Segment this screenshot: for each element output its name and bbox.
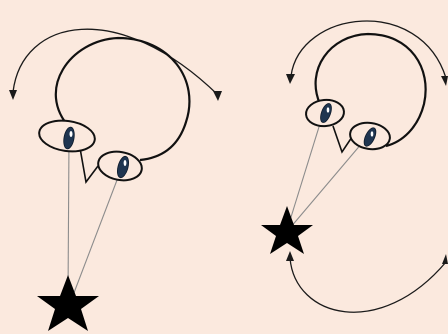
right-eye-icon [96,148,144,183]
right-sight-line-1 [287,114,323,230]
left-arc-arrowhead-left [9,90,17,100]
right-lower-arc-arrowhead-left [286,251,294,261]
left-sight-line-2 [72,167,122,298]
right-right-eye-icon [348,120,391,151]
right-left-eye-icon [305,98,345,127]
left-arc-arrowhead-right [213,91,222,101]
left-panel [9,29,222,331]
right-panel [261,21,448,312]
right-lower-arc-arrowhead-right [442,254,448,264]
left-star-icon [37,275,99,331]
left-sight-line-1 [68,138,69,298]
right-lower-rotation-arc [290,258,446,312]
left-eye-icon [37,117,97,155]
right-star-icon [261,206,313,254]
right-upper-arc-arrowhead-left [286,74,295,84]
right-upper-arc-arrowhead-right [441,76,448,86]
left-nose-icon [80,148,98,182]
